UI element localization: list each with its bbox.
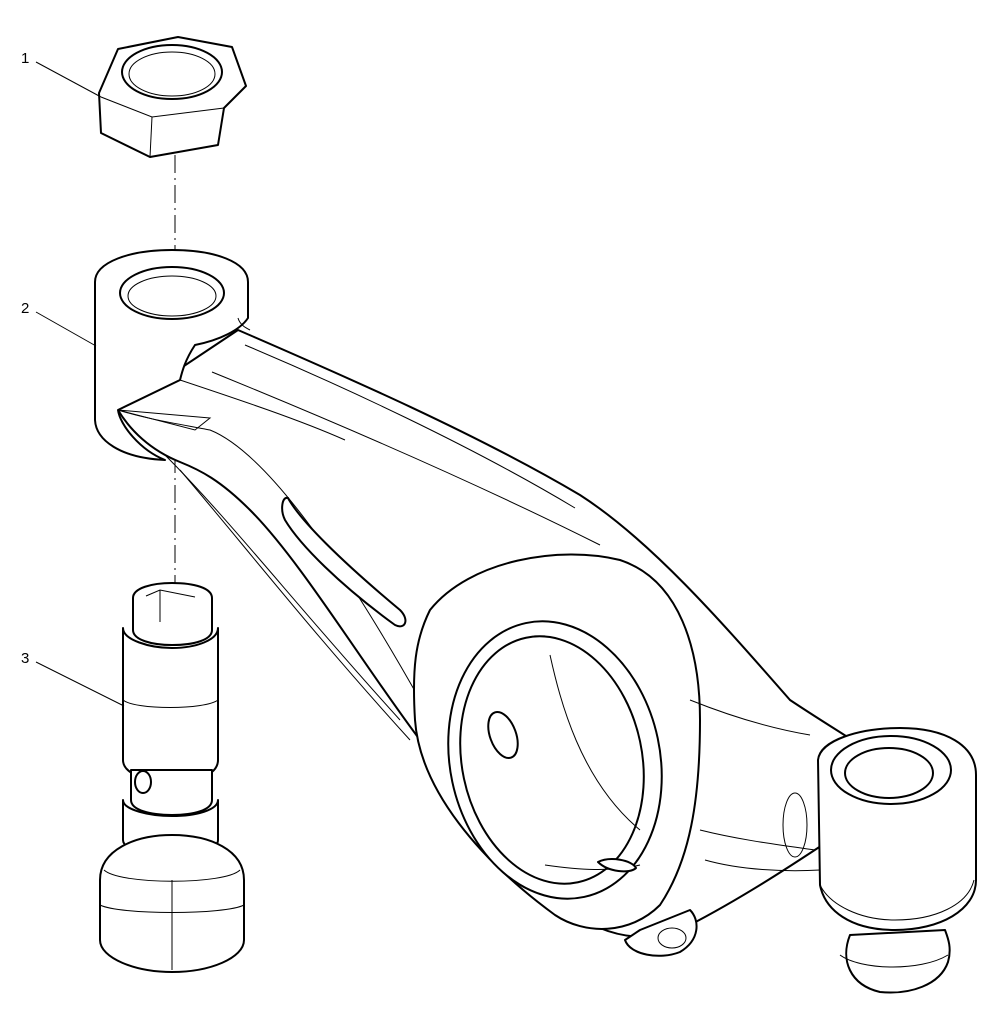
- pivot-bore-inner: [459, 635, 645, 885]
- callout-1: 1: [21, 50, 29, 67]
- leader-line-1: [35, 61, 102, 98]
- arm-bore: [119, 266, 225, 320]
- pivot-lug: [624, 909, 698, 957]
- oil-hole: [487, 711, 519, 759]
- screw-cross-hole: [134, 770, 152, 794]
- oil-slot: [597, 858, 637, 873]
- leader-line-2: [35, 311, 97, 347]
- callout-3: 3: [21, 650, 29, 667]
- hex-nut: [98, 36, 247, 158]
- adjusting-screw: [99, 582, 245, 973]
- adjuster-bore-inner: [844, 747, 934, 799]
- hex-nut-bore: [121, 44, 223, 100]
- callout-2: 2: [21, 300, 29, 317]
- rocker-arm: [94, 249, 977, 994]
- screw-slotted-head: [132, 582, 213, 646]
- leader-line-3: [35, 661, 125, 707]
- ball-pad: [845, 929, 951, 994]
- web-slot: [281, 496, 407, 628]
